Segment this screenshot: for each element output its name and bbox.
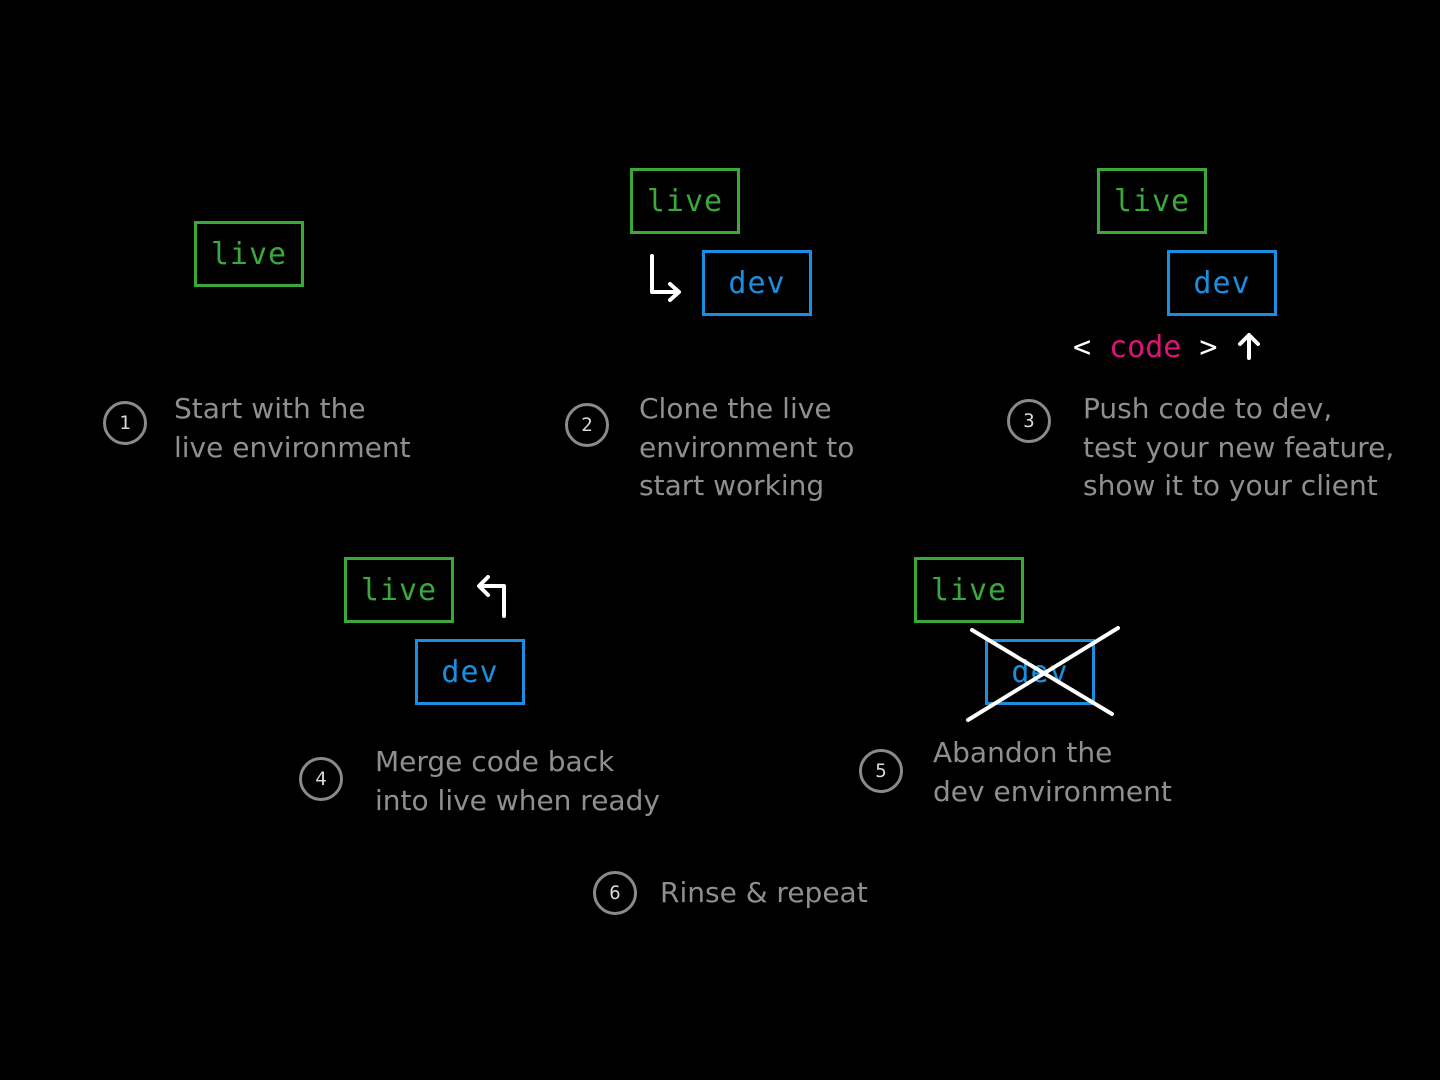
arrow-down-right-icon	[650, 254, 681, 302]
step1-text: Start with the live environment	[174, 392, 411, 464]
code-label: < code >	[1073, 330, 1218, 365]
arrow-up-left-icon	[477, 575, 506, 618]
step4-text: Merge code back into live when ready	[375, 745, 660, 817]
step2-live-box: live	[630, 168, 740, 234]
step3-dev-box: dev	[1167, 250, 1277, 316]
arrow-up-icon	[1238, 333, 1260, 360]
step6-text: Rinse & repeat	[660, 876, 868, 909]
step5-number-badge: 5	[859, 749, 903, 793]
step3-text: Push code to dev, test your new feature,…	[1083, 392, 1395, 502]
step4-dev-box: dev	[415, 639, 525, 705]
step3-number-badge: 3	[1007, 399, 1051, 443]
step6-number-badge: 6	[593, 871, 637, 915]
code-word: code	[1109, 330, 1182, 365]
step3-live-box: live	[1097, 168, 1207, 234]
cross-out-icon	[966, 626, 1120, 722]
step2-text: Clone the live environment to start work…	[639, 392, 855, 502]
step5-text: Abandon the dev environment	[933, 736, 1172, 808]
step5-live-box: live	[914, 557, 1024, 623]
step2-dev-box: dev	[702, 250, 812, 316]
step2-number-badge: 2	[565, 403, 609, 447]
step1-number-badge: 1	[103, 401, 147, 445]
step4-number-badge: 4	[299, 757, 343, 801]
step4-live-box: live	[344, 557, 454, 623]
step1-live-box: live	[194, 221, 304, 287]
